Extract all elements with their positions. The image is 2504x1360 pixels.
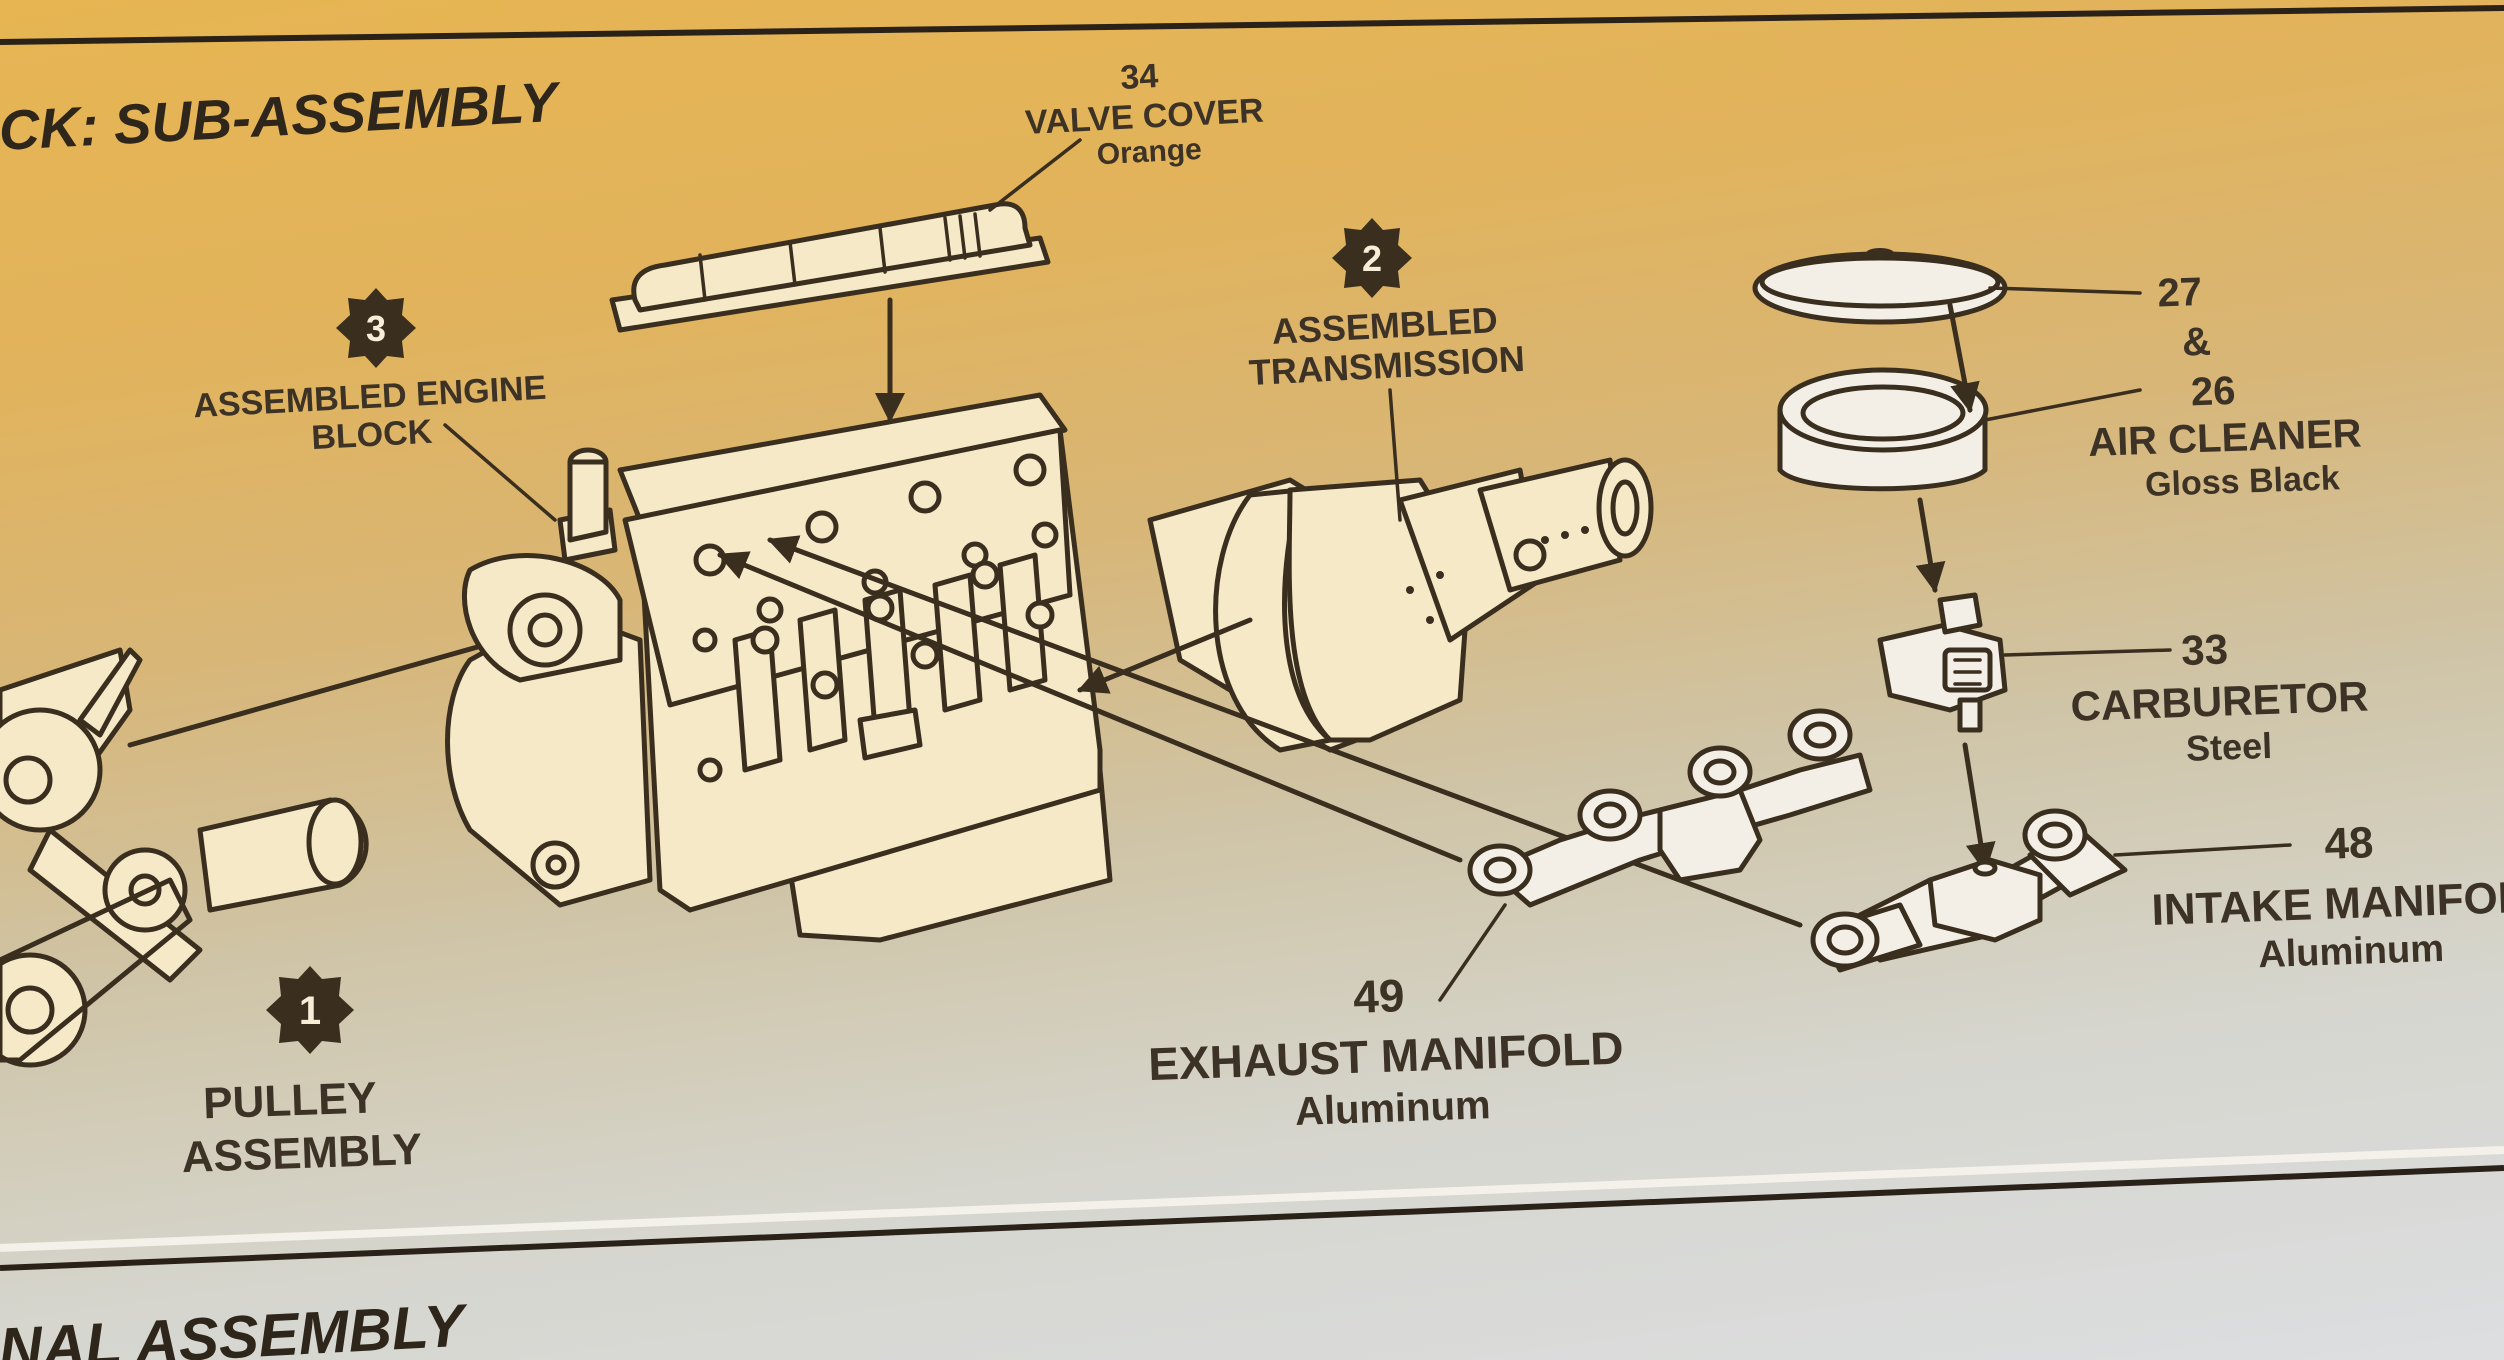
step-badge-1: 1: [266, 966, 354, 1054]
air-cleaner-conjunction: &: [2181, 320, 2211, 365]
carburetor-drawing: [1877, 592, 2172, 873]
valve-cover-drawing: [609, 138, 1082, 333]
exhaust-manifold-number: 49: [1352, 969, 1405, 1023]
pulley-assembly-drawing: [0, 627, 523, 1068]
step-badge-2: 2: [1332, 218, 1412, 298]
section-title: CK: SUB-ASSEMBLY: [0, 70, 563, 162]
valve-cover-number: 34: [1119, 57, 1159, 97]
air-cleaner-number-top: 27: [2157, 270, 2203, 316]
air-cleaner-number-bottom: 26: [2190, 369, 2236, 415]
top-border: [0, 5, 2504, 45]
air-cleaner-finish: Gloss Black: [2144, 459, 2340, 504]
carburetor-name: CARBURETOR: [2070, 673, 2369, 730]
bottom-border-inner: [0, 1146, 2504, 1252]
carburetor-number: 33: [2180, 625, 2228, 674]
pulley-assembly-label-line1: PULLEY: [202, 1073, 377, 1128]
exhaust-manifold-finish: Aluminum: [1294, 1083, 1491, 1134]
intake-manifold-drawing: [767, 535, 2292, 973]
svg-text:2: 2: [1362, 238, 1382, 279]
air-cleaner-drawing: [1752, 248, 2142, 593]
bottom-border: [0, 1165, 2504, 1271]
engine-block-drawing: [445, 297, 1113, 943]
intake-manifold-name: INTAKE MANIFOLD: [2151, 872, 2504, 935]
step-badge-3: 3: [336, 288, 416, 368]
exhaust-manifold-name: EXHAUST MANIFOLD: [1147, 1022, 1624, 1091]
air-cleaner-name: AIR CLEANER: [2087, 411, 2362, 465]
intake-manifold-finish: Aluminum: [2258, 928, 2445, 976]
intake-manifold-number: 48: [2324, 818, 2375, 869]
engine-block-label-line2: BLOCK: [310, 413, 433, 457]
next-section-title: NAL ASSEMBLY: [0, 1291, 471, 1360]
pulley-assembly-label-line2: ASSEMBLY: [181, 1125, 423, 1182]
svg-text:3: 3: [366, 308, 386, 349]
valve-cover-finish: Orange: [1096, 133, 1203, 171]
svg-text:1: 1: [299, 989, 321, 1033]
carburetor-finish: Steel: [2185, 725, 2272, 769]
exhaust-manifold-drawing: [717, 551, 1873, 1002]
transmission-drawing: [1077, 388, 1654, 753]
valve-cover-name: VALVE COVER: [1024, 92, 1264, 142]
